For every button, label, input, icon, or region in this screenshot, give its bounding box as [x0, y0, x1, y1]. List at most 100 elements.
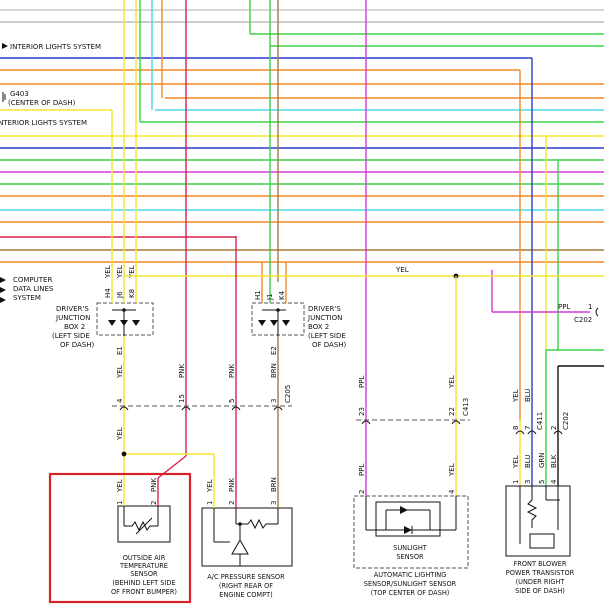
svg-text:YEL: YEL [128, 265, 136, 279]
svg-text:2: 2 [550, 426, 558, 430]
ac-pressure-label: A/C PRESSURE SENSOR [207, 573, 285, 581]
svg-text:OF DASH): OF DASH) [312, 341, 347, 349]
sunlight-label: SUNLIGHT [393, 544, 428, 552]
g403-location-label: (CENTER OF DASH) [8, 99, 76, 107]
arrow-icon [0, 277, 6, 283]
svg-text:4: 4 [116, 398, 124, 403]
svg-text:(RIGHT REAR OF: (RIGHT REAR OF [219, 582, 273, 590]
svg-text:22: 22 [448, 407, 456, 416]
djb-right-pin-k4: K4 [278, 290, 286, 300]
auto-lighting-label: AUTOMATIC LIGHTING [374, 571, 447, 579]
vertical-trunk-lines [123, 0, 590, 496]
svg-text:OF DASH): OF DASH) [60, 341, 95, 349]
svg-text:PNK: PNK [150, 478, 158, 492]
interior-lights-label-2: INTERIOR LIGHTS SYSTEM [0, 119, 87, 127]
svg-text:JUNCTION: JUNCTION [55, 314, 90, 322]
svg-text:2: 2 [358, 490, 366, 494]
outside-air-temperature-sensor: 1 2 YEL PNK OUTSIDE AIR TEMPERATURE SENS… [48, 472, 192, 604]
svg-text:3: 3 [270, 399, 278, 403]
djb-right-e2: E2 [270, 346, 278, 355]
svg-text:(BEHIND LEFT SIDE: (BEHIND LEFT SIDE [112, 579, 175, 587]
svg-text:GRN: GRN [538, 452, 546, 468]
highlight-box [48, 472, 192, 604]
arrow-icon [0, 287, 6, 293]
drivers-junction-box-left: H4 J6 K8 YEL YEL YEL DRIVER'S JUNCTION B… [52, 110, 154, 355]
c202-label-top: C202 [574, 316, 592, 324]
djb-left-pin-j6: J6 [116, 291, 124, 299]
svg-text:5: 5 [228, 399, 236, 403]
svg-text:YEL: YEL [512, 455, 520, 469]
svg-text:5: 5 [538, 480, 546, 484]
svg-text:3: 3 [270, 501, 278, 505]
blower-label: FRONT BLOWER [513, 560, 566, 568]
svg-text:BLU: BLU [524, 389, 532, 402]
djb-left-e1: E1 [116, 346, 124, 355]
svg-text:(UNDER RIGHT: (UNDER RIGHT [516, 578, 566, 586]
svg-text:YEL: YEL [512, 389, 520, 403]
sunlight-diode-icon [400, 506, 408, 514]
c413-label: C413 [462, 398, 470, 416]
front-blower-power-transistor: 1 3 5 4 FRONT BLOWER POWER TRANSISTOR (U… [505, 479, 575, 595]
svg-text:TEMPERATURE: TEMPERATURE [119, 562, 168, 570]
svg-text:POWER TRANSISTOR: POWER TRANSISTOR [506, 569, 575, 577]
c205-label: C205 [284, 385, 292, 403]
svg-text:BOX 2: BOX 2 [64, 323, 85, 331]
djb-left-label: DRIVER'S [56, 305, 89, 313]
svg-text:BRN: BRN [270, 363, 278, 378]
svg-text:3: 3 [524, 480, 532, 484]
svg-text:4: 4 [550, 479, 558, 484]
computer-data-lines: COMPUTER DATA LINES SYSTEM [0, 276, 54, 303]
data-lines-line-2: DATA LINES [13, 285, 54, 293]
svg-text:SIDE OF DASH): SIDE OF DASH) [515, 587, 565, 595]
svg-text:BOX 2: BOX 2 [308, 323, 329, 331]
djb-left-box [96, 302, 154, 336]
svg-text:15: 15 [178, 394, 186, 403]
down-wire-labels: YEL PNK PNK BRN YEL PPL YEL PPL YEL YEL … [116, 363, 532, 477]
svg-text:1: 1 [588, 303, 592, 311]
arrow-icon [0, 297, 6, 303]
djb-right-pin-j1: J1 [266, 293, 274, 301]
svg-text:JUNCTION: JUNCTION [307, 314, 342, 322]
svg-text:PPL: PPL [358, 464, 366, 476]
svg-text:OF FRONT BUMPER): OF FRONT BUMPER) [111, 588, 177, 596]
connector-c413: 23 22 C413 [356, 398, 470, 425]
svg-text:YEL: YEL [116, 365, 124, 379]
svg-text:SENSOR/SUNLIGHT SENSOR: SENSOR/SUNLIGHT SENSOR [364, 580, 457, 588]
data-lines-line-3: SYSTEM [13, 294, 41, 302]
svg-text:4: 4 [448, 489, 456, 494]
djb-left-pin-h4: H4 [104, 288, 112, 298]
arrow-icon [2, 43, 8, 49]
svg-text:YEL: YEL [116, 265, 124, 279]
svg-text:YEL: YEL [206, 479, 214, 493]
connector-c205: 4 15 5 3 C205 [112, 385, 292, 411]
svg-text:BLK: BLK [550, 454, 558, 468]
djb-right-pin-h1: H1 [254, 290, 262, 300]
svg-text:1: 1 [206, 501, 214, 505]
splice-dot [121, 451, 127, 457]
svg-text:YEL: YEL [116, 479, 124, 493]
down-wires [123, 237, 279, 496]
c202-label-side: C202 [562, 412, 570, 430]
automatic-lighting-sensor: 2 4 SUNLIGHT SENSOR AUTOMATIC LIGHTING S… [353, 489, 469, 597]
svg-text:YEL: YEL [104, 265, 112, 279]
svg-text:SENSOR: SENSOR [130, 570, 158, 578]
ac-pressure-sensor: 1 2 3 YEL PNK BRN A/C PRESSURE SENSOR (R… [201, 477, 293, 599]
svg-text:23: 23 [358, 407, 366, 416]
svg-text:BLU: BLU [524, 455, 532, 468]
svg-text:YEL: YEL [395, 266, 409, 274]
svg-text:2: 2 [150, 501, 158, 505]
svg-text:YEL: YEL [448, 375, 456, 389]
c411-label: C411 [536, 412, 544, 430]
svg-text:PPL: PPL [558, 303, 570, 311]
outside-air-label: OUTSIDE AIR [123, 554, 166, 562]
drivers-junction-box-right: H1 J1 K4 DRIVER'S JUNCTION BOX 2 (LEFT S… [251, 46, 347, 355]
svg-text:7: 7 [524, 426, 532, 430]
horizontal-bus-lines [0, 9, 604, 263]
blower-connectors: 8 7 C411 2 C202 YEL BLU GRN BLK PPL 1 C2… [512, 303, 599, 469]
interior-lights-label-1: INTERIOR LIGHTS SYSTEM [10, 43, 101, 51]
top-labels: INTERIOR LIGHTS SYSTEM G403 (CENTER OF D… [0, 43, 101, 127]
svg-text:(LEFT SIDE: (LEFT SIDE [52, 332, 90, 340]
svg-text:PNK: PNK [228, 364, 236, 378]
